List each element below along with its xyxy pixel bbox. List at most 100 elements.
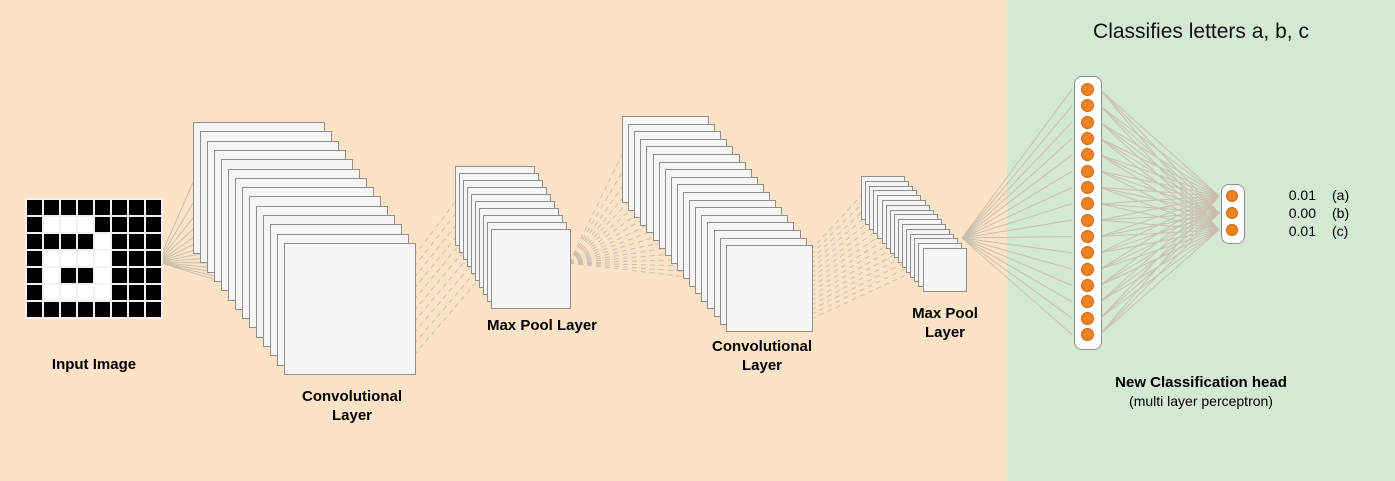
input-pixel [146, 285, 161, 300]
hidden-neuron [1080, 132, 1094, 145]
input-pixel [44, 234, 59, 249]
connection-line [961, 237, 1073, 335]
input-pixel [61, 285, 76, 300]
connection-line [568, 167, 636, 264]
connection-line [1099, 138, 1220, 197]
connection-line [961, 154, 1073, 239]
input-pixel [61, 268, 76, 283]
input-pixel [95, 200, 110, 215]
connection-line [568, 152, 624, 264]
connection-line [961, 237, 1073, 286]
hidden-neuron [1080, 148, 1094, 162]
connection-line [1099, 195, 1220, 319]
input-pixel [112, 268, 127, 283]
feature-map-sheet [725, 245, 813, 333]
input-pixel [44, 268, 59, 283]
input-pixel [95, 234, 110, 249]
connection-line [810, 256, 916, 311]
connection-line [810, 208, 875, 265]
input-pixel [112, 285, 127, 300]
input-pixel [129, 302, 144, 317]
connection-line [1099, 212, 1220, 335]
connection-line [961, 89, 1073, 239]
input-pixel [112, 200, 127, 215]
connection-line [961, 237, 1073, 303]
hidden-neuron [1080, 311, 1094, 325]
input-pixel [95, 268, 110, 283]
hidden-neuron [1080, 230, 1094, 243]
connection-line [1099, 229, 1220, 335]
output-prob-b: 0.00 [1288, 205, 1316, 221]
input-pixel [27, 302, 42, 317]
hidden-neuron [1080, 246, 1094, 260]
input-pixel [78, 302, 93, 317]
connection-line [1099, 195, 1220, 237]
input-pixel [129, 285, 144, 300]
input-pixel [44, 217, 59, 232]
input-pixel [146, 268, 161, 283]
hidden-neuron [1080, 83, 1094, 96]
connection-line [1099, 170, 1220, 197]
connection-line [961, 219, 1073, 239]
connection-line [157, 180, 195, 263]
connection-line [961, 170, 1073, 239]
connection-line [961, 187, 1073, 239]
input-pixel [95, 251, 110, 266]
connection-line [961, 236, 1073, 239]
hidden-neuron [1080, 328, 1094, 341]
input-pixel [44, 200, 59, 215]
output-row-b: 0.00 (b) [1282, 204, 1349, 222]
connection-line [1099, 187, 1220, 197]
connection-line [413, 207, 461, 268]
classifier-title: Classifies letters a, b, c [1093, 20, 1309, 43]
input-pixel [27, 251, 42, 266]
input-pixel [27, 234, 42, 249]
input-pixel [44, 251, 59, 266]
connection-line [810, 247, 908, 302]
connection-line [810, 199, 867, 255]
input-pixel [146, 251, 161, 266]
input-pixel [95, 217, 110, 232]
connection-line [568, 243, 697, 264]
input-pixel [95, 285, 110, 300]
hidden-neuron [1080, 99, 1094, 113]
output-values: 0.01 (a) 0.00 (b) 0.01 (c) [1282, 186, 1349, 240]
input-pixel [146, 234, 161, 249]
connection-line [961, 105, 1073, 239]
input-pixel [129, 251, 144, 266]
connection-line [810, 223, 887, 279]
input-pixel [27, 217, 42, 232]
input-pixel [61, 251, 76, 266]
connection-line [961, 203, 1073, 239]
conv-layer-1-label: Convolutional Layer [302, 388, 402, 424]
input-pixel [78, 285, 93, 300]
hidden-neuron [1080, 197, 1094, 211]
connection-line [1099, 195, 1220, 303]
hidden-neuron [1080, 164, 1094, 178]
input-pixel [44, 302, 59, 317]
connection-line [810, 204, 871, 260]
connection-line [810, 232, 896, 288]
connection-line [810, 228, 891, 283]
input-pixel [129, 200, 144, 215]
connection-line [568, 220, 679, 264]
connection-line [810, 194, 863, 251]
max-pool-1-label: Max Pool Layer [486, 317, 598, 334]
input-pixel [27, 285, 42, 300]
feature-map-sheet [491, 229, 571, 309]
output-prob-a: 0.01 [1288, 187, 1316, 203]
input-pixel [112, 234, 127, 249]
connection-line [1099, 195, 1220, 205]
connection-line [1099, 154, 1220, 197]
input-pixel [27, 268, 42, 283]
hidden-neuron [1080, 115, 1094, 129]
input-pixel [61, 302, 76, 317]
input-pixel [112, 251, 127, 266]
feature-map-sheet [922, 248, 967, 292]
input-pixel [27, 200, 42, 215]
output-neuron [1226, 207, 1238, 219]
connection-line [961, 237, 1073, 254]
connection-line [810, 252, 912, 306]
output-prob-c: 0.01 [1288, 223, 1316, 239]
input-pixel [78, 200, 93, 215]
